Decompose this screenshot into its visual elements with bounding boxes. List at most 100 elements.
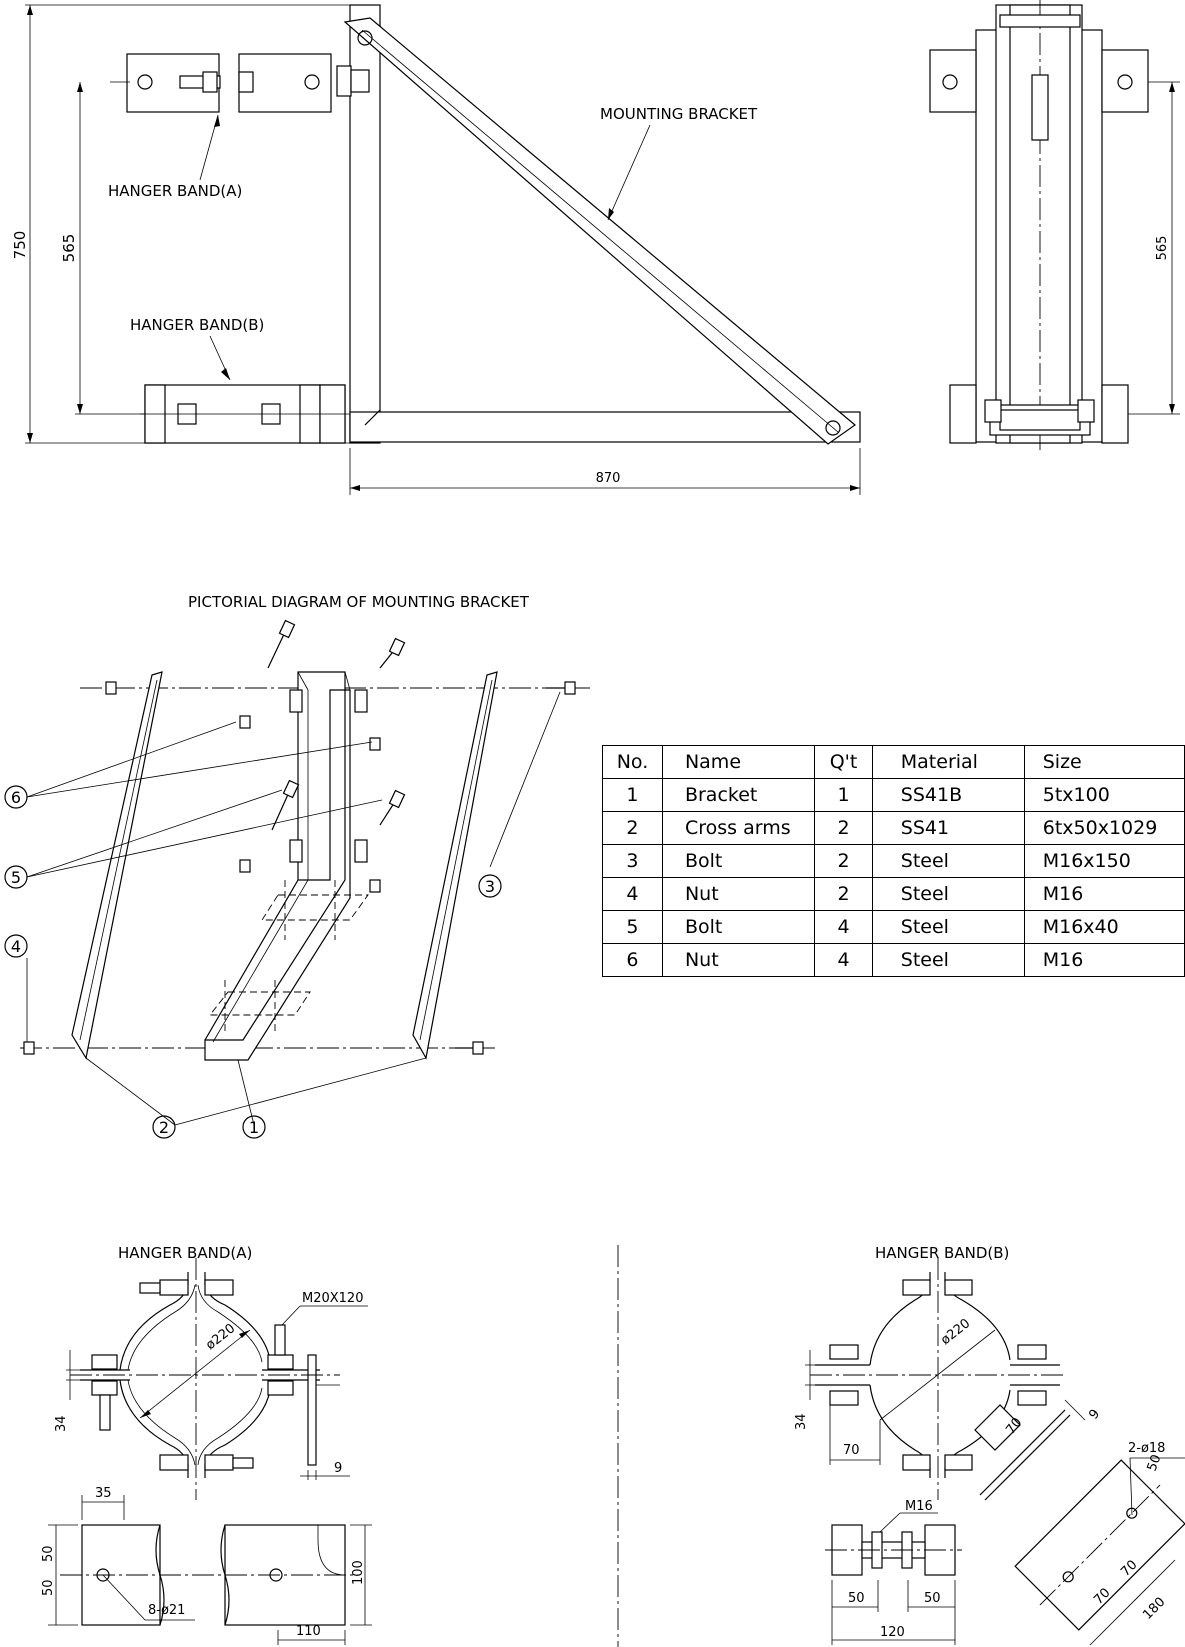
nuts (23, 681, 381, 1055)
cell-no: 1 (602, 778, 663, 812)
band-b-thickness: 9 (1086, 1407, 1103, 1423)
table-row: 4 Nut 2 Steel M16 (602, 877, 1185, 911)
pictorial-title: PICTORIAL DIAGRAM OF MOUNTING BRACKET (188, 593, 530, 611)
cell-qty: 4 (814, 943, 873, 977)
svg-text:5: 5 (11, 868, 21, 887)
cell-size: M16x40 (1023, 910, 1185, 944)
hanger-band-a-title: HANGER BAND(A) (118, 1244, 252, 1262)
band-b-bolt-size: M16 (905, 1499, 933, 1514)
cell-size: 5tx100 (1023, 778, 1185, 812)
band-b-plate: 180 (1140, 1595, 1168, 1623)
hanger-band-b-title: HANGER BAND(B) (875, 1244, 1009, 1262)
band-a-width-35: 35 (95, 1486, 112, 1501)
cell-no: 5 (602, 910, 663, 944)
cell-qty: 2 (814, 811, 873, 845)
table-row: 3 Bolt 2 Steel M16x150 (602, 844, 1185, 878)
band-a-bolt-size: M20X120 (302, 1291, 363, 1306)
cell-no: 2 (602, 811, 663, 845)
cell-name: Cross arms (661, 811, 816, 845)
header-size: Size (1023, 745, 1185, 779)
side-band-a-left (929, 49, 977, 113)
balloon-3: 3 (478, 874, 502, 898)
band-a-diameter: ø220 (203, 1321, 238, 1353)
cell-material: Steel (871, 943, 1025, 977)
band-a-half-b: 50 (41, 1579, 56, 1596)
cell-material: SS41 (871, 811, 1025, 845)
band-b-total: 120 (880, 1625, 905, 1640)
table-row: 5 Bolt 4 Steel M16x40 (602, 910, 1185, 944)
cell-qty: 1 (814, 778, 873, 812)
cell-qty: 2 (814, 877, 873, 911)
horizontal-arm (349, 411, 861, 443)
svg-text:6: 6 (11, 788, 21, 807)
label-hanger-band-a: HANGER BAND(A) (108, 182, 242, 200)
cell-size: M16x150 (1023, 844, 1185, 878)
cell-name: Bolt (661, 844, 816, 878)
balloon-5: 5 (4, 865, 28, 889)
label-hanger-band-b: HANGER BAND(B) (130, 316, 264, 334)
header-material: Material (871, 745, 1025, 779)
cell-name: Bolt (661, 910, 816, 944)
cell-name: Bracket (661, 778, 816, 812)
cell-no: 3 (602, 844, 663, 878)
cell-no: 6 (602, 943, 663, 977)
dim-870: 870 (596, 471, 621, 486)
table-row: 1 Bracket 1 SS41B 5tx100 (602, 778, 1185, 812)
cell-name: Nut (661, 877, 816, 911)
balloon-4: 4 (4, 934, 28, 958)
band-b-nut-b: 50 (924, 1591, 941, 1606)
label-mounting-bracket: MOUNTING BRACKET (600, 105, 758, 123)
band-b-mount-plate (1014, 1459, 1185, 1631)
balloon-2: 2 (152, 1115, 176, 1139)
band-a-half-a: 50 (41, 1545, 56, 1562)
side-view: 565 (929, 0, 1180, 450)
band-b-nut-a: 50 (848, 1591, 865, 1606)
cell-material: SS41B (871, 778, 1025, 812)
balloon-6: 6 (4, 785, 28, 809)
svg-text:1: 1 (249, 1118, 259, 1137)
svg-text:3: 3 (485, 877, 495, 896)
balloon-1: 1 (242, 1115, 266, 1139)
parts-table-header: No. Name Q't Material Size (602, 745, 1185, 779)
side-band-a-right (1101, 49, 1149, 113)
cell-material: Steel (871, 877, 1025, 911)
cell-material: Steel (871, 910, 1025, 944)
pictorial-diagram: PICTORIAL DIAGRAM OF MOUNTING BRACKET (4, 593, 590, 1139)
table-row: 6 Nut 4 Steel M16 (602, 943, 1185, 977)
cell-qty: 4 (814, 910, 873, 944)
strut-bolt-top (357, 30, 373, 46)
cell-size: 6tx50x1029 (1023, 811, 1185, 845)
side-dim-565: 565 (1155, 236, 1170, 261)
table-row: 2 Cross arms 2 SS41 6tx50x1029 (602, 811, 1185, 845)
svg-text:4: 4 (11, 937, 21, 956)
band-b-edge: 50 (1145, 1453, 1165, 1474)
bolts (267, 619, 576, 1055)
band-a-holes: 8-ø21 (148, 1603, 185, 1618)
svg-text:2: 2 (159, 1118, 169, 1137)
dim-750: 750 (11, 231, 29, 260)
band-b-holes: 2-ø18 (1128, 1441, 1165, 1456)
hanger-band-a-detail: HANGER BAND(A) ø220 M20X120 (41, 1244, 372, 1645)
header-no: No. (602, 745, 663, 779)
band-b-gap: 34 (794, 1413, 809, 1430)
band-a-length: 110 (296, 1624, 321, 1639)
cell-size: M16 (1023, 877, 1185, 911)
elevation-view: 750 565 870 MOUNTING BRACKET HANGER BAND… (11, 4, 861, 495)
strut-bolt-bottom (825, 420, 841, 436)
dim-565: 565 (60, 234, 78, 263)
cross-arm-left (71, 671, 163, 1060)
center-bracket (204, 671, 351, 1061)
band-a-thickness: 9 (334, 1461, 342, 1476)
band-b-offset: 70 (843, 1443, 860, 1458)
hanger-band-b-detail: HANGER BAND(B) ø220 34 70 70 9 (794, 1244, 1185, 1646)
band-a-height: 100 (351, 1560, 366, 1585)
band-b-diameter: ø220 (938, 1316, 973, 1348)
cell-size: M16 (1023, 943, 1185, 977)
cell-material: Steel (871, 844, 1025, 878)
cell-name: Nut (661, 943, 816, 977)
parts-table: No. Name Q't Material Size 1 Bracket 1 S… (602, 745, 1185, 977)
header-qty: Q't (814, 745, 873, 779)
header-name: Name (661, 745, 816, 779)
cell-no: 4 (602, 877, 663, 911)
